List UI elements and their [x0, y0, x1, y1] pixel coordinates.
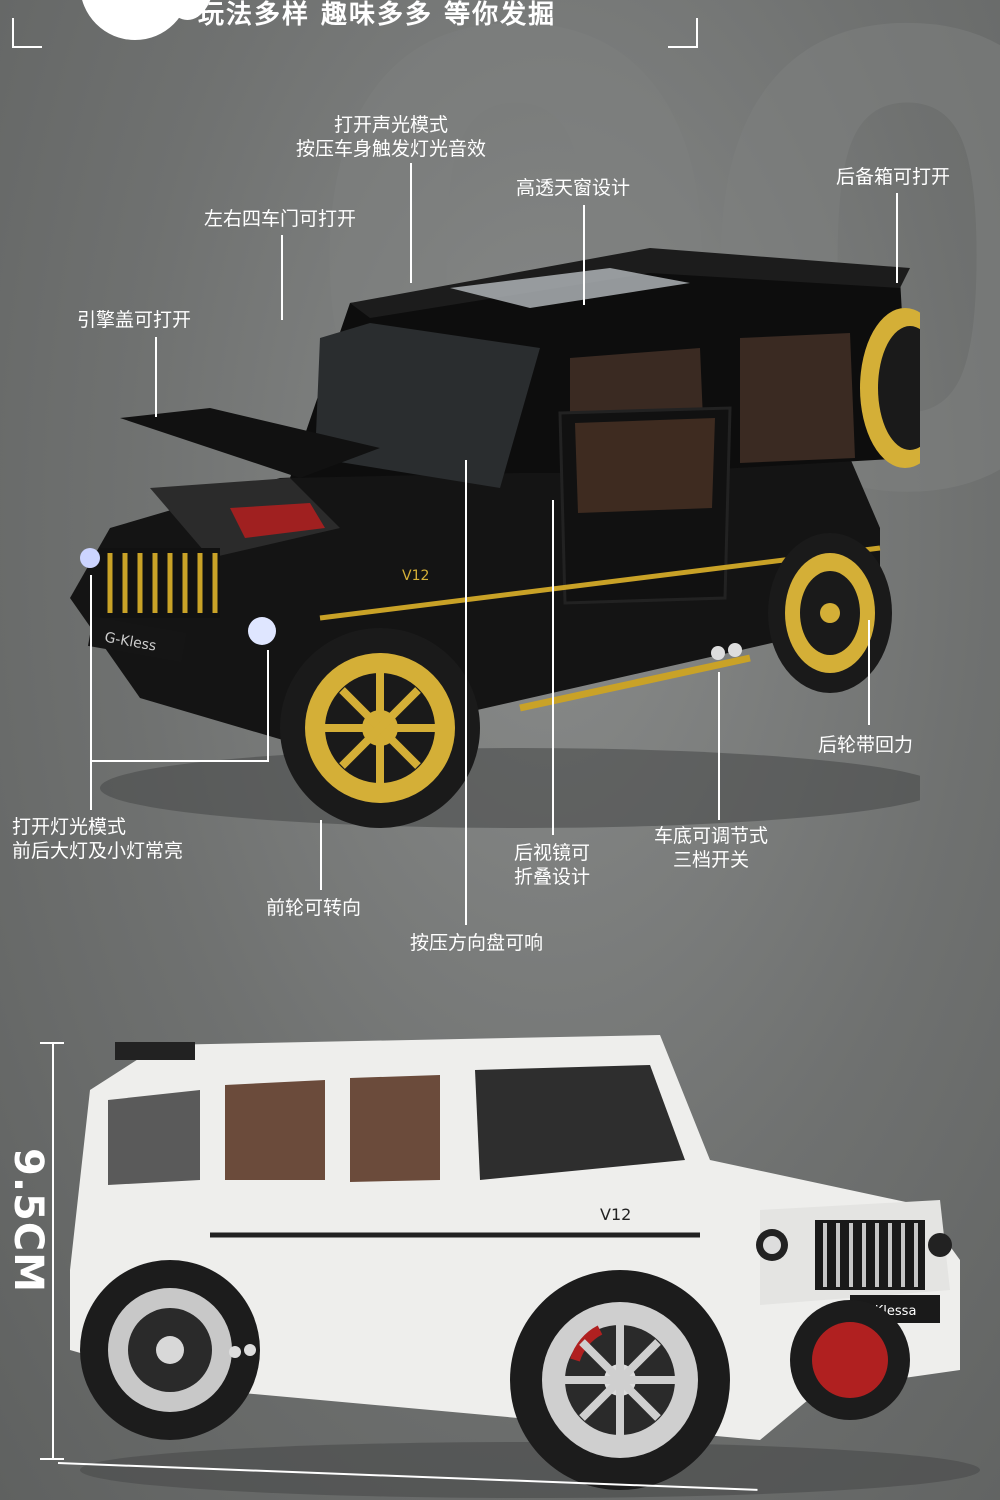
- leader-line-trunk: [896, 193, 898, 283]
- leader-line-front-steering: [320, 820, 322, 890]
- leader-line-sound-light: [410, 163, 412, 283]
- callout-hood: 引擎盖可打开: [77, 309, 192, 331]
- leader-line-lights-left: [90, 575, 92, 810]
- leader-line-rear-pullback: [868, 620, 870, 725]
- callout-rear-pullback: 后轮带回力: [818, 734, 914, 756]
- leader-line-steering-horn: [465, 460, 467, 925]
- height-dimension-line: [52, 1042, 54, 1460]
- callout-sound-light-line2: 按压车身触发灯光音效: [296, 138, 487, 160]
- callout-trunk: 后备箱可打开: [836, 166, 951, 188]
- callout-sunroof: 高透天窗设计: [516, 177, 631, 199]
- callout-mirror: 后视镜可 折叠设计: [514, 841, 590, 889]
- leader-line-lights-horizontal: [90, 760, 268, 762]
- callout-lights: 打开灯光模式 前后大灯及小灯常亮: [12, 815, 183, 863]
- callout-front-steering: 前轮可转向: [266, 897, 362, 919]
- callout-mirror-line1: 后视镜可: [514, 842, 591, 864]
- black-model-car-image: G-Kless V12: [70, 248, 920, 828]
- callout-lights-line1: 打开灯光模式: [12, 816, 127, 838]
- callout-four-doors: 左右四车门可打开: [204, 208, 357, 230]
- callout-steering-horn: 按压方向盘可响: [410, 932, 544, 954]
- leader-line-sunroof: [583, 205, 585, 305]
- leader-line-four-doors: [281, 235, 283, 320]
- callout-chassis-line1: 车底可调节式: [654, 825, 769, 847]
- frame-corner-left: [12, 18, 42, 48]
- callout-mirror-line2: 折叠设计: [514, 866, 591, 888]
- header-slogan: 玩法多样 趣味多多 等你发掘: [198, 0, 557, 30]
- height-dimension-cap-bottom: [40, 1458, 64, 1460]
- height-dimension-cap-top: [40, 1042, 64, 1044]
- frame-corner-right: [668, 18, 698, 48]
- callout-sound-light-line1: 打开声光模式: [334, 114, 449, 136]
- height-dimension-label: 9.5CM: [5, 1148, 51, 1294]
- callout-sound-light-mode: 打开声光模式 按压车身触发灯光音效: [296, 113, 486, 161]
- callout-chassis-line2: 三档开关: [673, 849, 750, 871]
- leader-line-lights-right: [267, 650, 269, 762]
- leader-line-mirror: [552, 500, 554, 835]
- svg-text:V12: V12: [600, 1205, 631, 1224]
- leader-line-hood: [155, 337, 157, 417]
- white-model-car-image: V12 G-Klessa: [70, 1035, 980, 1498]
- callout-chassis: 车底可调节式 三档开关: [654, 824, 768, 872]
- leader-line-chassis: [718, 672, 720, 820]
- callout-lights-line2: 前后大灯及小灯常亮: [12, 840, 184, 862]
- svg-text:V12: V12: [402, 568, 429, 584]
